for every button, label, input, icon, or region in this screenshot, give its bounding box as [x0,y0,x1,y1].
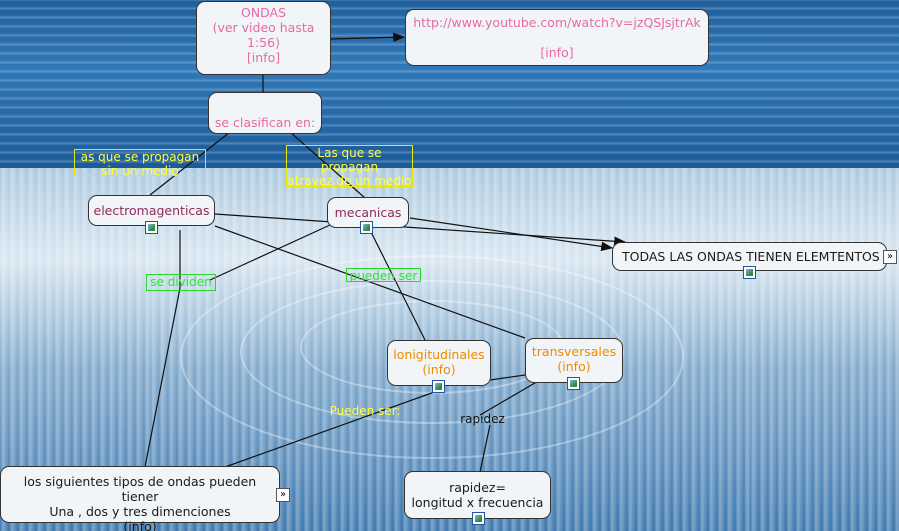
expand-more-icon[interactable]: » [276,488,290,502]
resource-image-icon[interactable] [145,221,158,234]
linking-phrase-rapidez-text: rapidez [460,412,505,426]
link-line [210,225,330,280]
concept-ondas-text: ONDAS (ver video hasta 1:56) [info] [213,5,315,65]
link-line [145,288,180,467]
concept-tipos-dimensiones[interactable]: los siguientes tipos de ondas pueden tie… [0,466,280,523]
resource-image-icon[interactable] [360,221,373,234]
concept-se-clasifican-text: se clasifican en: [215,115,315,130]
linking-phrase-rapidez[interactable]: rapidez [455,412,510,427]
concept-mecanicas-text: mecanicas [335,205,402,220]
link-line [410,218,612,248]
expand-more-icon[interactable]: » [883,250,897,264]
linking-phrase-se-dividen[interactable]: se dividen [146,274,216,291]
linking-phrase-traves-medio[interactable]: Las que se propagan atravez de un medio [286,145,413,187]
concept-electromagneticas-text: electromagenticas [94,203,210,218]
concept-youtube-link[interactable]: http://www.youtube.com/watch?v=jzQSJsjtr… [405,9,709,66]
link-line [480,425,490,472]
resource-image-icon[interactable] [472,512,485,525]
link-line [480,380,540,415]
link-line [225,390,440,467]
youtube-link-text[interactable]: http://www.youtube.com/watch?v=jzQSJsjtr… [413,15,700,60]
linking-phrase-traves-medio-text: Las que se propagan atravez de un medio [287,146,411,188]
link-line [331,37,404,39]
linking-phrase-sin-medio-text: as que se propagan sin un medio [81,150,199,178]
linking-phrase-pueden-ser-text: pueden ser [350,269,418,283]
concept-longitudinales-text: lonigitudinales (info) [393,347,484,377]
concept-ondas[interactable]: ONDAS (ver video hasta 1:56) [info] [196,1,331,75]
linking-phrase-pueden-ser[interactable]: pueden ser [346,268,421,282]
concept-se-clasifican[interactable]: se clasifican en: [208,92,322,134]
resource-image-icon[interactable] [432,380,445,393]
concept-rapidez-formula-text: rapidez= longitud x frecuencia [412,480,544,510]
link-line [215,214,625,242]
link-line [490,375,525,380]
concept-tipos-dimensiones-text: los siguientes tipos de ondas pueden tie… [24,474,256,531]
concept-todas-las-ondas-text: TODAS LAS ONDAS TIENEN ELEMTENTOS [622,249,880,264]
linking-phrase-sin-medio[interactable]: as que se propagan sin un medio [74,149,206,176]
linking-phrase-pueden-ser-2[interactable]: Pueden ser: [325,404,405,419]
concept-transversales-text: transversales (info) [532,344,616,374]
linking-phrase-pueden-ser-2-text: Pueden ser: [330,404,401,418]
resource-image-icon[interactable] [567,377,580,390]
linking-phrase-se-dividen-text: se dividen [150,275,211,289]
resource-image-icon[interactable] [743,266,756,279]
